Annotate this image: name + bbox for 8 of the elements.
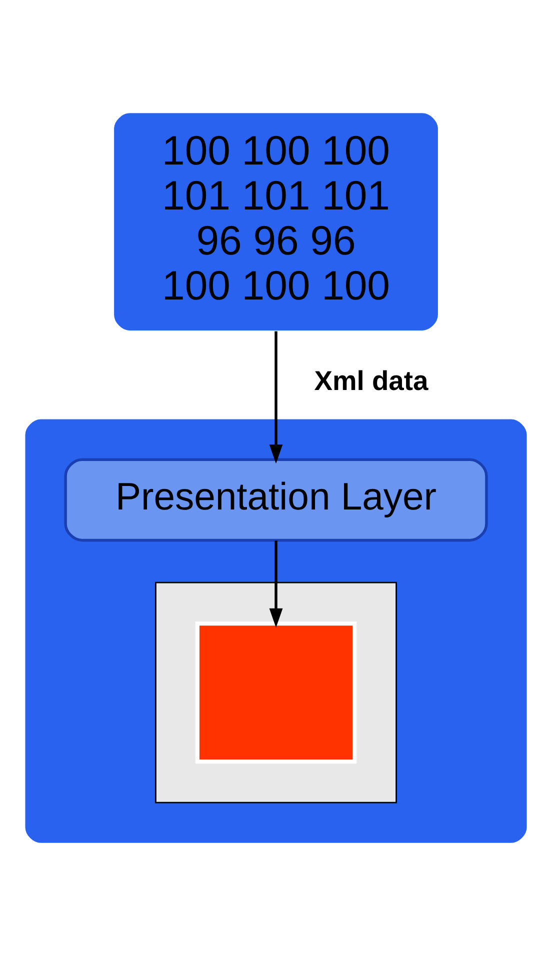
node-box: Presentation Layer (64, 458, 488, 542)
cluster (155, 581, 397, 803)
arrow (269, 540, 283, 628)
arrow (269, 330, 283, 464)
edge-label: Xml data (314, 364, 428, 396)
node-box (195, 621, 357, 764)
cluster (24, 417, 528, 844)
node-box: 100 100 100 101 101 101 96 96 96 100 100 100 (112, 111, 440, 332)
